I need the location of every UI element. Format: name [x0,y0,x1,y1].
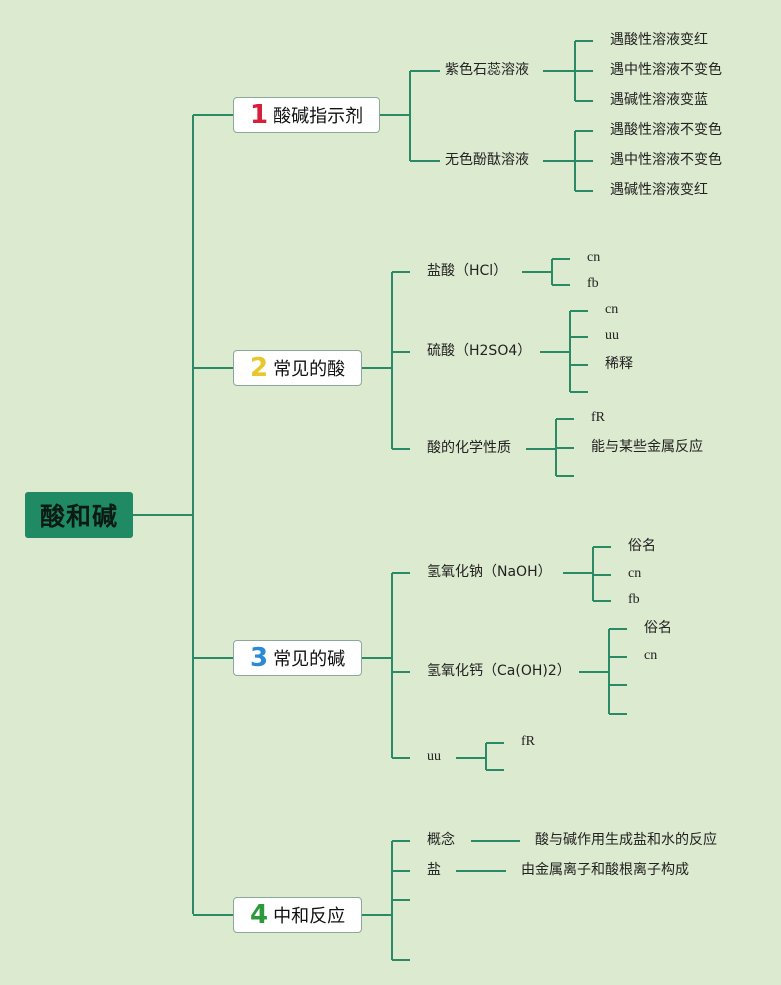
subtopic-label[interactable]: 盐酸（HCl） [427,263,508,279]
leaf-label[interactable]: 能与某些金属反应 [591,439,703,455]
topic-number-2: 2 [250,353,269,383]
leaf-label[interactable]: 遇中性溶液不变色 [610,62,722,78]
leaf-label[interactable]: 俗名 [644,620,672,636]
leaf-label[interactable]: fb [628,592,640,607]
leaf-label[interactable]: 遇碱性溶液变红 [610,182,708,198]
subtopic-label[interactable]: 硫酸（H2SO4） [427,343,532,359]
subtopic-label[interactable]: 盐 [427,862,441,878]
subtopic-label[interactable]: uu [427,749,441,764]
leaf-label[interactable]: 稀释 [605,356,633,372]
leaf-label[interactable]: 俗名 [628,538,656,554]
topic-label-3: 常见的碱 [273,649,346,670]
leaf-label[interactable]: 遇碱性溶液变蓝 [610,92,708,108]
leaf-label[interactable]: cn [587,250,601,265]
leaf-label[interactable]: fb [587,276,599,291]
leaf-label[interactable]: fR [591,410,605,425]
subtopic-label[interactable]: 概念 [427,832,455,848]
leaf-label[interactable]: cn [605,302,619,317]
root-node[interactable]: 酸和碱 [25,492,133,538]
topic-label-1: 酸碱指示剂 [273,106,364,127]
root-label: 酸和碱 [39,502,118,531]
leaf-label[interactable]: cn [628,566,642,581]
topic-number-1: 1 [250,100,269,130]
subtopic-label[interactable]: 氢氧化钠（NaOH） [427,564,552,580]
topic-number-4: 4 [250,900,269,930]
subtopic-label[interactable]: 氢氧化钙（Ca(OH)2） [427,663,571,679]
topic-label-2: 常见的酸 [273,359,346,380]
leaf-label[interactable]: cn [644,648,658,663]
subtopic-label[interactable]: 无色酚酞溶液 [445,152,529,168]
leaf-label[interactable]: uu [605,328,619,343]
leaf-label[interactable]: 遇酸性溶液变红 [610,32,708,48]
subtopic-label[interactable]: 酸的化学性质 [427,440,511,456]
leaf-label[interactable]: 酸与碱作用生成盐和水的反应 [535,832,717,848]
leaf-label[interactable]: 遇中性溶液不变色 [610,152,722,168]
leaf-label[interactable]: fR [521,734,535,749]
subtopic-label[interactable]: 紫色石蕊溶液 [445,62,529,78]
topic-number-3: 3 [250,643,269,673]
topic-label-4: 中和反应 [273,906,346,927]
leaf-label[interactable]: 由金属离子和酸根离子构成 [521,862,689,878]
leaf-label[interactable]: 遇酸性溶液不变色 [610,122,722,138]
